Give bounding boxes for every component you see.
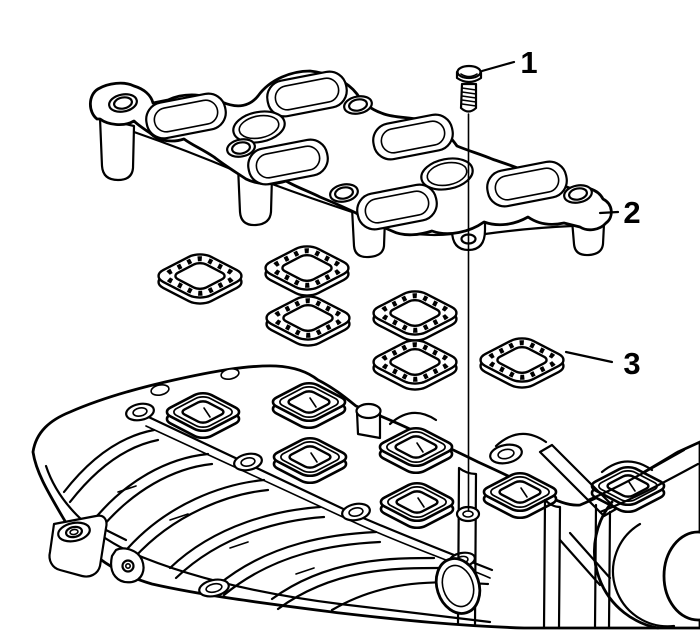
plenum-ribs — [62, 428, 490, 612]
gasket — [260, 293, 356, 349]
callout-1-label: 1 — [520, 45, 537, 80]
runner-band — [586, 448, 700, 514]
gasket — [259, 243, 355, 299]
stand-off-boss — [355, 402, 382, 440]
manifold-bolt — [455, 64, 483, 113]
runner-struts — [538, 443, 618, 587]
callout-2-label: 2 — [623, 195, 640, 230]
callout-3-leader-line — [564, 350, 614, 364]
plate-legs — [98, 116, 606, 259]
plate-port — [356, 183, 438, 231]
plate-round-openings — [232, 110, 474, 191]
callout-2-leader-line — [598, 210, 620, 215]
plate-ports — [145, 70, 568, 231]
plate-bolt-holes — [108, 93, 593, 204]
plate-port — [145, 92, 227, 140]
deck-bolt-bosses — [125, 368, 523, 569]
plate-outline — [88, 69, 613, 237]
runner-humps — [388, 411, 654, 474]
callouts: 1 2 3 — [480, 45, 641, 381]
lower-intake-manifold — [31, 364, 700, 630]
gasket — [367, 337, 463, 393]
upper-intake-manifold-plate — [88, 69, 613, 259]
callout-3-label: 3 — [623, 346, 640, 381]
gasket — [474, 335, 570, 391]
bottom-oval-boss — [198, 578, 230, 598]
callout-1-leader-line — [480, 60, 516, 73]
plate-port — [266, 70, 348, 118]
front-oval-opening — [434, 557, 482, 615]
mounting-bracket — [48, 514, 145, 584]
plate-port — [486, 160, 568, 208]
gasket — [367, 288, 463, 344]
gasket — [152, 251, 248, 307]
throttle-opening-arcs — [593, 500, 700, 630]
plate-port — [247, 138, 329, 186]
plate-port — [372, 113, 454, 161]
